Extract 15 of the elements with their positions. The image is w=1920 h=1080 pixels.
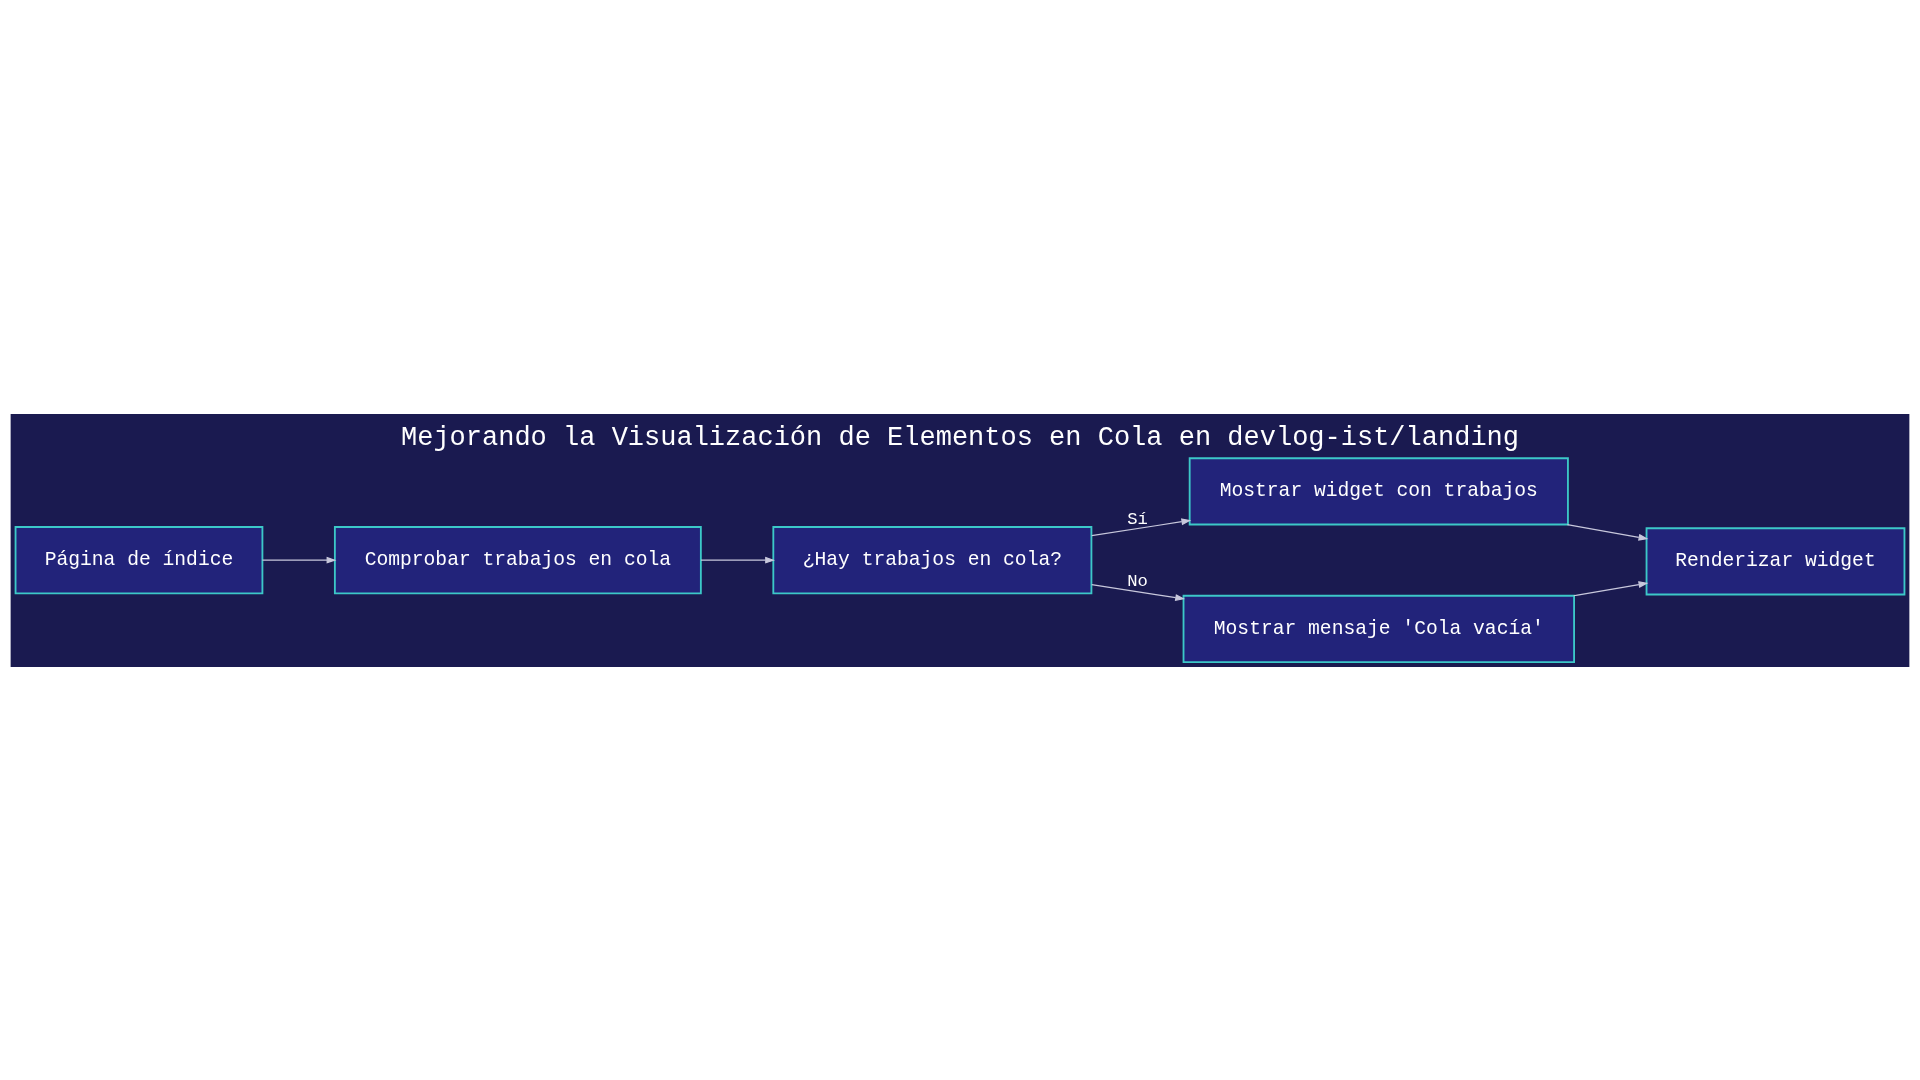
node-box: ¿Hay trabajos en cola? [772,525,1093,594]
arrow [1573,580,1649,596]
node-box: Mostrar mensaje 'Cola vacía' [1182,594,1575,663]
node-box: Comprobar trabajos en cola [333,525,702,594]
diagram-title: Mejorando la Visualización de Elementos en Cola en devlog-ist/landing [401,422,1519,453]
arrow [1091,583,1186,601]
node-box: Mostrar widget con trabajos [1188,456,1569,525]
arrow [700,556,775,564]
node-box: Página de índice [14,525,264,594]
edge-label: No [1127,571,1148,591]
node-box: Renderizar widget [1645,526,1906,595]
arrow [1566,523,1649,541]
arrow [261,556,337,564]
edge-label: Sí [1127,509,1148,529]
arrow [1091,517,1192,536]
